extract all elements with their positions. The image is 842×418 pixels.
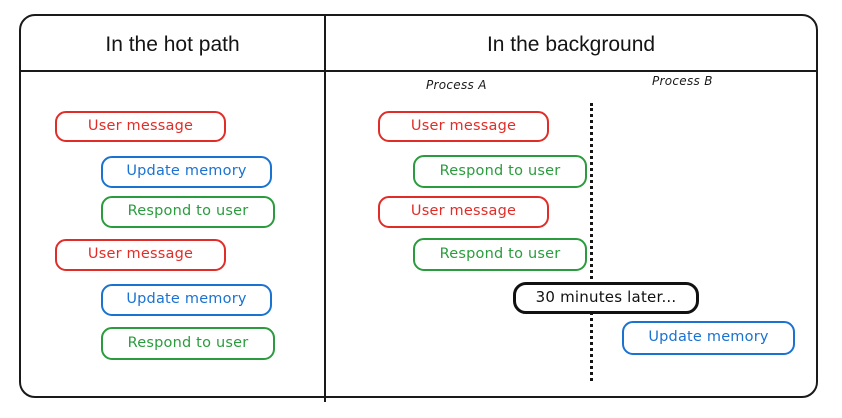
step-pill-30-minutes-later: 30 minutes later...: [513, 282, 699, 314]
step-pill-label: User message: [410, 117, 517, 134]
step-pill-user-message: User message: [378, 111, 549, 142]
process-b-label: Process B: [652, 74, 713, 88]
step-pill-label: Update memory: [126, 291, 247, 307]
step-pill-label: Respond to user: [127, 334, 249, 351]
process-separator-dotted-line: [590, 103, 593, 381]
step-pill-label: User message: [410, 203, 517, 219]
step-pill-label: Update memory: [126, 163, 247, 179]
header-divider: [19, 70, 818, 72]
step-pill-label: Respond to user: [127, 203, 249, 219]
step-pill-update-memory: Update memory: [101, 156, 272, 188]
panel-header-background: In the background: [486, 33, 656, 56]
step-pill-update-memory: Update memory: [622, 321, 795, 355]
step-pill-label: Respond to user: [439, 162, 561, 179]
step-pill-label: User message: [87, 246, 194, 262]
step-pill-user-message: User message: [55, 239, 226, 271]
step-pill-label: User message: [87, 117, 194, 134]
column-divider: [324, 15, 326, 402]
step-pill-respond-to-user: Respond to user: [413, 238, 587, 271]
step-pill-label: 30 minutes later...: [535, 288, 677, 306]
step-pill-respond-to-user: Respond to user: [101, 196, 275, 228]
step-pill-label: Respond to user: [439, 245, 561, 262]
step-pill-user-message: User message: [55, 111, 226, 142]
panel-header-hot-path: In the hot path: [105, 33, 240, 56]
step-pill-update-memory: Update memory: [101, 284, 272, 316]
step-pill-respond-to-user: Respond to user: [101, 327, 275, 360]
step-pill-user-message: User message: [378, 196, 549, 228]
step-pill-respond-to-user: Respond to user: [413, 155, 587, 188]
step-pill-label: Update memory: [648, 329, 769, 345]
process-a-label: Process A: [426, 78, 487, 92]
